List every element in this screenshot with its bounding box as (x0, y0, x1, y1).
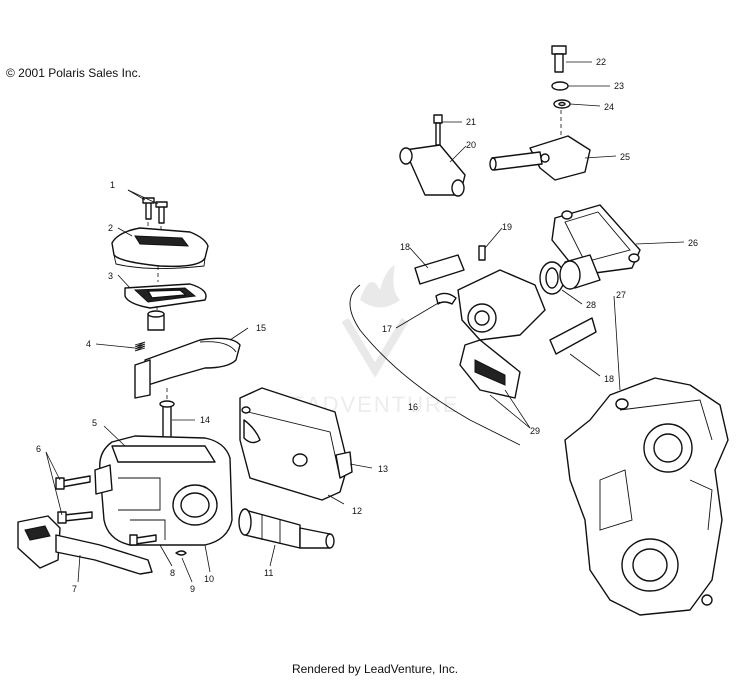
part-17-caliper (435, 269, 546, 341)
part-8-bolt (129, 534, 157, 546)
callout-27: 27 (616, 290, 626, 300)
callout-19: 19 (502, 222, 512, 232)
callout-3: 3 (108, 271, 113, 281)
part-2-cover (111, 227, 209, 270)
part-case-housing (564, 377, 729, 616)
callout-23: 23 (614, 81, 624, 91)
callout-12: 12 (352, 506, 362, 516)
part-4-spring (134, 341, 146, 352)
callout-7: 7 (72, 584, 77, 594)
part-9-clip (175, 550, 187, 556)
callout-20: 20 (466, 140, 476, 150)
part-24-washer (553, 99, 571, 109)
part-25-bracket (489, 135, 591, 181)
part-piston (147, 310, 165, 331)
part-5-master-cylinder-body (94, 435, 233, 546)
leader-lines (45, 61, 685, 583)
footer-credit: Rendered by LeadVenture, Inc. (291, 662, 459, 676)
part-18-pad-right (549, 317, 597, 355)
part-6-bolts (55, 475, 93, 524)
part-27-piston (559, 254, 601, 290)
part-12-housing (239, 387, 349, 501)
callout-29: 29 (530, 426, 540, 436)
part-23-washer (551, 81, 569, 91)
part-26-frame (551, 204, 641, 276)
callout-13: 13 (378, 464, 388, 474)
callout-18b: 18 (604, 374, 614, 384)
callout-4: 4 (86, 339, 91, 349)
part-28-seal (539, 261, 565, 295)
callout-6: 6 (36, 444, 41, 454)
part-18-pad-left (414, 254, 465, 285)
part-29-pads (459, 339, 521, 399)
part-19-screw (478, 245, 486, 261)
callout-8: 8 (170, 568, 175, 578)
part-22-bolt (551, 45, 567, 73)
callout-28: 28 (586, 300, 596, 310)
part-15-lever (134, 337, 241, 399)
callout-14: 14 (200, 415, 210, 425)
part-11-cylinder (238, 508, 335, 549)
part-20-fitting (399, 144, 466, 197)
part-14-pin (159, 400, 175, 439)
callout-16: 16 (408, 402, 418, 412)
part-21-bolt (433, 114, 443, 146)
leadventure-watermark: LEADVENTURE (275, 265, 458, 417)
assembly-boundary-16 (349, 284, 521, 446)
callout-18a: 18 (400, 242, 410, 252)
callout-15: 15 (256, 323, 266, 333)
callout-5: 5 (92, 418, 97, 428)
callout-9: 9 (190, 584, 195, 594)
callout-21: 21 (466, 117, 476, 127)
callout-10: 10 (204, 574, 214, 584)
callout-2: 2 (108, 223, 113, 233)
callout-17: 17 (382, 324, 392, 334)
callout-1: 1 (110, 180, 115, 190)
callout-24: 24 (604, 102, 614, 112)
part-3-gasket (124, 283, 207, 309)
callout-labels: 1 2 3 4 5 6 7 8 9 10 11 12 13 14 15 16 1… (36, 57, 698, 594)
callout-26: 26 (688, 238, 698, 248)
part-13-tab (335, 451, 353, 479)
part-7-brake-lever (17, 515, 153, 575)
callout-22: 22 (596, 57, 606, 67)
part-1-screws (142, 197, 168, 224)
callout-25: 25 (620, 152, 630, 162)
callout-11: 11 (264, 568, 273, 578)
copyright-notice: © 2001 Polaris Sales Inc. (6, 66, 141, 80)
